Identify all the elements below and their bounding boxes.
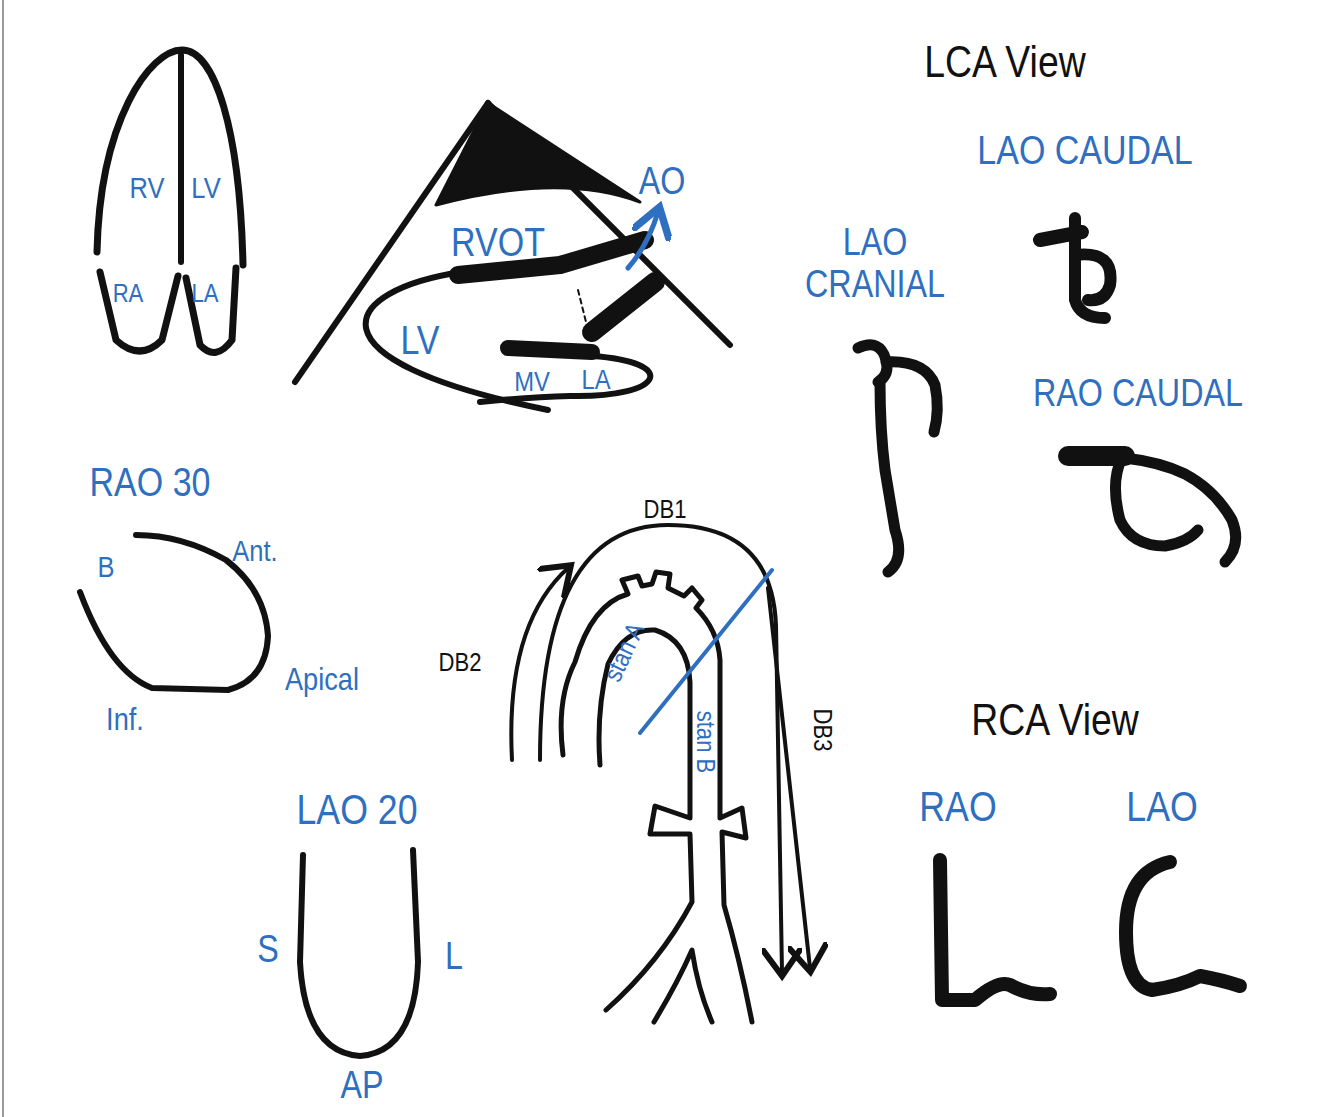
label-text: DB1: [644, 495, 687, 524]
label-text: LV: [400, 318, 439, 362]
label-text: LAO 20: [296, 787, 417, 833]
label-text: RCA View: [971, 696, 1139, 744]
label-text: LA: [191, 279, 218, 308]
label-text: LA: [581, 365, 610, 396]
label-text: AP: [340, 1065, 383, 1107]
label-text: Apical: [285, 662, 359, 697]
label-text: LAO: [1126, 784, 1197, 830]
label-text: DB3: [809, 709, 838, 752]
label-text: stan A: [598, 618, 650, 686]
label-text: stan B: [692, 711, 721, 774]
label-text: RAO 30: [90, 460, 211, 504]
label-text: RAO: [919, 784, 996, 830]
label-text: RV: [130, 171, 165, 204]
label-text: RVOT: [451, 220, 545, 264]
label-text: Inf.: [106, 702, 144, 737]
label-text: AO: [639, 161, 686, 203]
label-text: Ant.: [232, 534, 277, 567]
label-text: MV: [514, 367, 550, 398]
label-text: RAO CAUDAL: [1033, 373, 1243, 415]
label-text: LCA View: [924, 38, 1085, 86]
label-text: LAO CAUDAL: [977, 128, 1192, 172]
label-text: LAO CRANIAL: [794, 222, 956, 306]
label-text: S: [257, 929, 279, 971]
label-text: LV: [191, 171, 220, 204]
label-text: B: [97, 550, 114, 583]
label-text: L: [445, 936, 463, 978]
label-text: DB2: [439, 648, 482, 677]
label-text: RA: [113, 279, 144, 308]
